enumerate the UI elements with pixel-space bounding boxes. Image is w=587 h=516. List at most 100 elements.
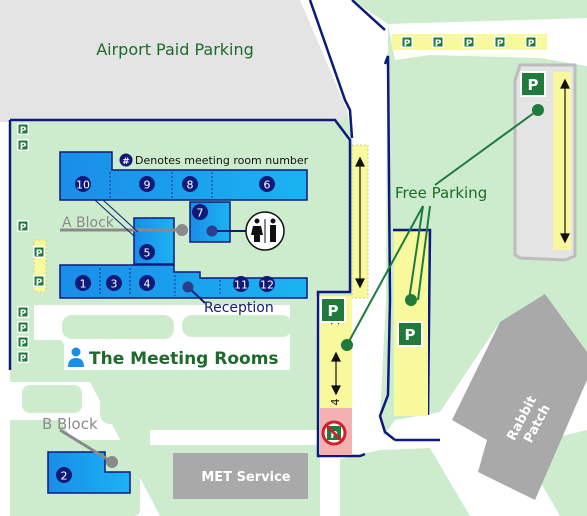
svg-text:P: P [20,324,27,334]
bay-number-last: 4 [329,399,342,406]
parking-sign-icon: P [432,36,444,49]
free-parking-leaders [346,109,539,346]
no-parking-icon: P [321,420,347,446]
svg-text:P: P [330,430,337,441]
free-parking-marker-bays [341,339,353,351]
right-parking-strip [553,72,571,250]
b-block-marker [106,456,118,468]
svg-text:12: 12 [260,279,274,292]
svg-text:P: P [404,39,411,49]
person-icon [68,347,84,367]
svg-text:P: P [36,249,43,259]
svg-text:7: 7 [197,207,204,220]
svg-text:P: P [328,302,339,320]
restroom-icon [245,211,285,251]
parking-sign-icon: P [17,306,29,319]
svg-text:P: P [20,142,27,152]
b-block-building [47,451,131,494]
parking-sign-icon: P [17,123,29,136]
svg-text:P: P [528,76,539,94]
rabbit-patch-area [452,294,587,500]
arrow-icon [331,78,570,396]
parking-sign-icon: P [17,336,29,349]
svg-text:P: P [20,354,27,364]
restroom-marker [206,225,218,237]
parking-sign-icon: P [17,220,29,233]
svg-text:11: 11 [234,279,248,292]
svg-text:5: 5 [144,247,151,260]
reception-marker [182,281,194,293]
parking-sign-icon: P [494,36,506,49]
parking-sign-icon: P [397,321,423,347]
airport-paid-parking-label: Airport Paid Parking [96,40,254,59]
road-edge-a [308,0,354,139]
free-parking-marker-east [532,104,544,116]
a-block-label: A Block [62,215,115,231]
svg-text:3: 3 [111,278,118,291]
a-block-room-5-wing [133,217,175,265]
parking-sign-icon: P [33,246,45,259]
svg-text:P: P [466,39,473,49]
room-3: 3 [106,275,122,291]
parking-sign-icon: P [520,71,546,97]
room-2: 2 [56,467,72,483]
svg-text:2: 2 [61,470,68,483]
airport-paid-parking-area [0,0,350,122]
parking-sign-icon: P [33,275,45,288]
room-number-legend: # Denotes meeting room number [119,153,309,167]
b-block-leader [59,428,113,464]
svg-text:P: P [497,39,504,49]
svg-text:P: P [20,223,27,233]
a-block-marker [176,224,188,236]
road-edge-b [351,0,386,31]
road-edge-d [393,228,432,416]
room-7: 7 [192,204,208,220]
room-12: 12 [259,276,275,292]
a-block-north-wing [59,151,308,201]
legend-symbol: # [122,157,130,167]
svg-text:8: 8 [187,179,194,192]
svg-text:P: P [20,339,27,349]
site-boundary [10,118,366,458]
reception-label: Reception [204,300,274,316]
road-edge-c [378,55,396,441]
svg-text:10: 10 [76,179,90,192]
room-8: 8 [182,176,198,192]
room-10: 10 [75,176,91,192]
svg-text:P: P [36,278,43,288]
free-parking-label: Free Parking [395,184,487,202]
svg-text:1: 1 [80,278,87,291]
parking-sign-icon: P [320,297,346,323]
meeting-rooms-title: The Meeting Rooms [89,349,279,369]
parking-sign-icon: P [525,36,537,49]
parking-sign-icon: P [17,139,29,152]
b-block-label: B Block [42,415,98,433]
svg-text:4: 4 [144,278,151,291]
room-1: 1 [75,275,91,291]
room-6: 6 [259,176,275,192]
svg-text:P: P [20,126,27,136]
svg-text:P: P [528,39,535,49]
met-service-label: MET Service [201,470,290,485]
svg-text:9: 9 [144,179,151,192]
room-11: 11 [233,276,249,292]
parking-sign-icon: P [463,36,475,49]
svg-text:P: P [435,39,442,49]
svg-text:6: 6 [264,179,271,192]
parking-sign-icon: P [401,36,413,49]
legend-marker [119,153,133,167]
parking-sign-icon: P [17,321,29,334]
svg-text:P: P [405,326,416,344]
room-numbers: 10 9 8 6 7 5 1 3 4 11 12 2 [56,176,275,483]
room-9: 9 [139,176,155,192]
small-parking-signs: P P P P P P P P P P P P P P [17,36,537,364]
svg-text:P: P [20,309,27,319]
legend-text: Denotes meeting room number [135,154,309,167]
room-4: 4 [139,275,155,291]
met-service-building [173,453,308,499]
free-parking-marker-strip [405,294,417,306]
parking-sign-icon: P [17,351,29,364]
room-5: 5 [139,244,155,260]
